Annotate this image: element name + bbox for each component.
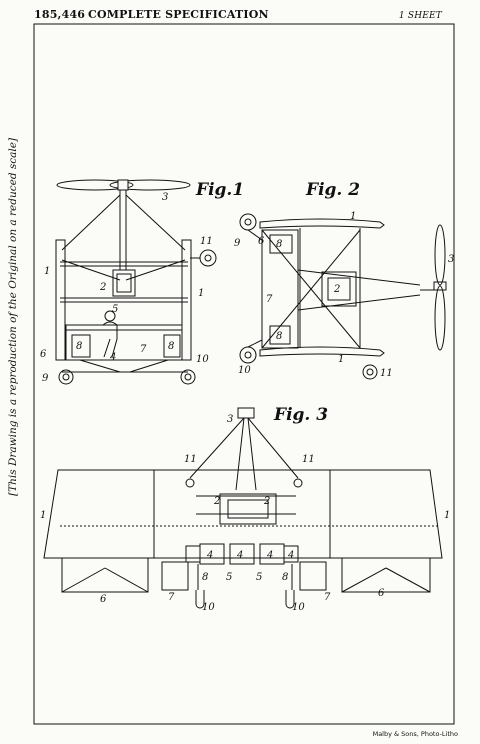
fig2-references: 1 1 2 3 6 7 8 8 9 10 11 xyxy=(234,211,454,379)
fig2-ref: 10 xyxy=(238,365,251,376)
fig2-ref: 9 xyxy=(234,238,241,249)
fig2-label: Fig. 2 xyxy=(306,180,361,200)
fig3-ref: 8 xyxy=(282,572,288,583)
fig2-ref: 7 xyxy=(266,294,273,305)
fig3-ref: 4 xyxy=(266,550,273,561)
fig3-ref: 7 xyxy=(168,592,175,603)
fig3-ref: 11 xyxy=(302,454,315,465)
page-border xyxy=(33,23,455,725)
fig2-drawing xyxy=(239,213,447,380)
fig2-ref: 6 xyxy=(258,236,265,247)
fig3-label: Fig. 3 xyxy=(274,405,329,425)
fig1-ref: 6 xyxy=(40,349,47,360)
fig3-ref: 2 xyxy=(213,496,220,507)
patent-number: 185,446 xyxy=(34,8,86,21)
fig3-ref: 1 xyxy=(444,510,450,521)
fig2-ref: 1 xyxy=(338,354,344,365)
fig2-ref: 3 xyxy=(448,254,454,265)
fig3-ref: 8 xyxy=(202,572,208,583)
fig3-ref: 10 xyxy=(292,602,305,613)
fig1-ref: 7 xyxy=(140,344,147,355)
fig1-ref: 8 xyxy=(168,341,174,352)
document-title: COMPLETE SPECIFICATION xyxy=(88,8,269,21)
fig3-ref: 1 xyxy=(40,510,46,521)
fig3-ref: 5 xyxy=(256,572,262,583)
fig1-drawing xyxy=(55,179,217,385)
sheet-count: 1 SHEET xyxy=(398,11,442,21)
fig3-ref: 7 xyxy=(324,592,331,603)
fig2-ref: 8 xyxy=(276,239,282,250)
fig3-ref: 2 xyxy=(263,496,270,507)
fig1-ref: 2 xyxy=(99,282,106,293)
fig1-label: Fig.1 xyxy=(196,180,245,200)
fig1-ref: 11 xyxy=(200,236,213,247)
fig2-ref: 8 xyxy=(276,331,282,342)
fig1-ref: 10 xyxy=(196,354,209,365)
fig3-ref: 5 xyxy=(226,572,232,583)
fig3-references: 1 1 2 2 3 4 4 4 4 5 5 6 6 7 7 8 8 10 10 … xyxy=(40,414,450,613)
fig2-ref: 1 xyxy=(350,211,356,222)
fig3-ref: 4 xyxy=(287,550,294,561)
fig3-ref: 4 xyxy=(206,550,213,561)
fig3-drawing xyxy=(43,407,443,609)
fig1-ref: 3 xyxy=(162,192,168,203)
fig1-ref: 1 xyxy=(198,288,204,299)
fig3-ref: 6 xyxy=(378,588,385,599)
fig2-ref: 2 xyxy=(333,284,340,295)
fig3-ref: 4 xyxy=(236,550,243,561)
fig3-ref: 3 xyxy=(227,414,233,425)
printer-credit: Malby & Sons, Photo-Litho xyxy=(372,730,458,738)
fig1-references: 1 1 2 3 4 5 6 7 8 8 9 10 11 xyxy=(40,192,213,384)
fig3-ref: 10 xyxy=(202,602,215,613)
fig1-ref: 9 xyxy=(42,373,49,384)
fig3-ref: 6 xyxy=(100,594,107,605)
fig2-ref: 11 xyxy=(380,368,393,379)
fig1-ref: 4 xyxy=(109,352,116,363)
fig1-ref: 5 xyxy=(112,304,118,315)
fig1-ref: 8 xyxy=(76,341,82,352)
fig3-ref: 11 xyxy=(184,454,197,465)
fig1-ref: 1 xyxy=(44,266,50,277)
